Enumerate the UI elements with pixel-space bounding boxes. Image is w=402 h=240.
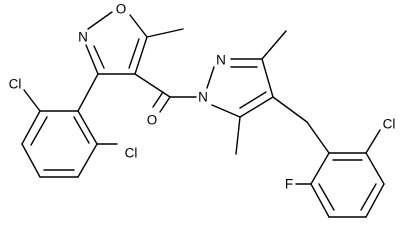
bond-aryl-a3-a4: [21, 143, 41, 178]
bond-c5-o-isoxazole: [129, 14, 148, 38]
atom-n2-pyrazole: N: [216, 53, 226, 68]
bond-n1-n2-pyrazole: [206, 66, 215, 89]
bond-carbonyl-o-double: [152, 91, 164, 108]
bond-ch2-ring: [306, 121, 330, 154]
bond-ring-cl: [365, 129, 381, 154]
bond-ring-b5-b6-double: [318, 183, 335, 211]
bond-c4-c5-pyrazole: [239, 96, 274, 118]
bond-aryl-a2-a3: [21, 110, 41, 145]
bond-ring-b6-b1: [310, 152, 330, 185]
molecule-diagram: O N O N N Cl Cl Cl F: [9, 2, 396, 218]
bond-c5-methyl: [146, 28, 184, 38]
bond-c4-carbonyl: [134, 73, 171, 98]
atom-f-benzyl: F: [285, 177, 293, 192]
bond-c3-methyl-pyrazole: [261, 30, 287, 60]
atom-label-layer: O N O N N Cl Cl Cl F: [9, 2, 396, 192]
atom-o-carbonyl: O: [147, 113, 158, 128]
bond-aryl-a6-a1: [77, 110, 98, 145]
bond-ring-b3-b4-double: [360, 183, 377, 211]
bond-ring-b5-b6: [310, 183, 330, 218]
bond-aryl-a5-a6: [77, 143, 98, 178]
bond-layer: [21, 11, 385, 218]
bond-aryl-a6-a1-double: [73, 116, 90, 144]
bond-c5-n1-pyrazole: [211, 104, 241, 118]
bond-c4-c5-pyrazole-double: [239, 91, 267, 109]
atom-cl-dichloro-bottom: Cl: [125, 146, 138, 161]
bond-aryl-cl-top: [23, 89, 41, 112]
bond-ring-b3-b4: [365, 183, 385, 218]
bond-c4-ch2: [272, 96, 308, 123]
bond-c5-methyl-pyrazole: [235, 116, 241, 155]
atom-cl-dichloro-top: Cl: [9, 77, 22, 92]
bond-c3-aryl: [77, 73, 99, 112]
bond-c3-c4-pyrazole: [261, 58, 274, 98]
bond-aryl-a2-a3-double: [30, 116, 48, 146]
bond-carbonyl-o: [159, 96, 171, 113]
bond-ring-b2-b3: [365, 152, 385, 185]
bond-c4-c5-isoxazole-double: [128, 38, 140, 69]
bond-c4-c5-isoxazole: [134, 36, 148, 75]
atom-n1-pyrazole: N: [198, 90, 208, 105]
bond-n-c3-isoxazole: [85, 44, 99, 75]
atom-cl-benzyl: Cl: [383, 117, 396, 132]
bond-o-n-isoxazole: [87, 11, 113, 30]
atom-n-isoxazole: N: [78, 30, 88, 45]
atom-o-isoxazole: O: [116, 2, 127, 17]
bond-n-c3-isoxazole-double: [93, 45, 105, 69]
